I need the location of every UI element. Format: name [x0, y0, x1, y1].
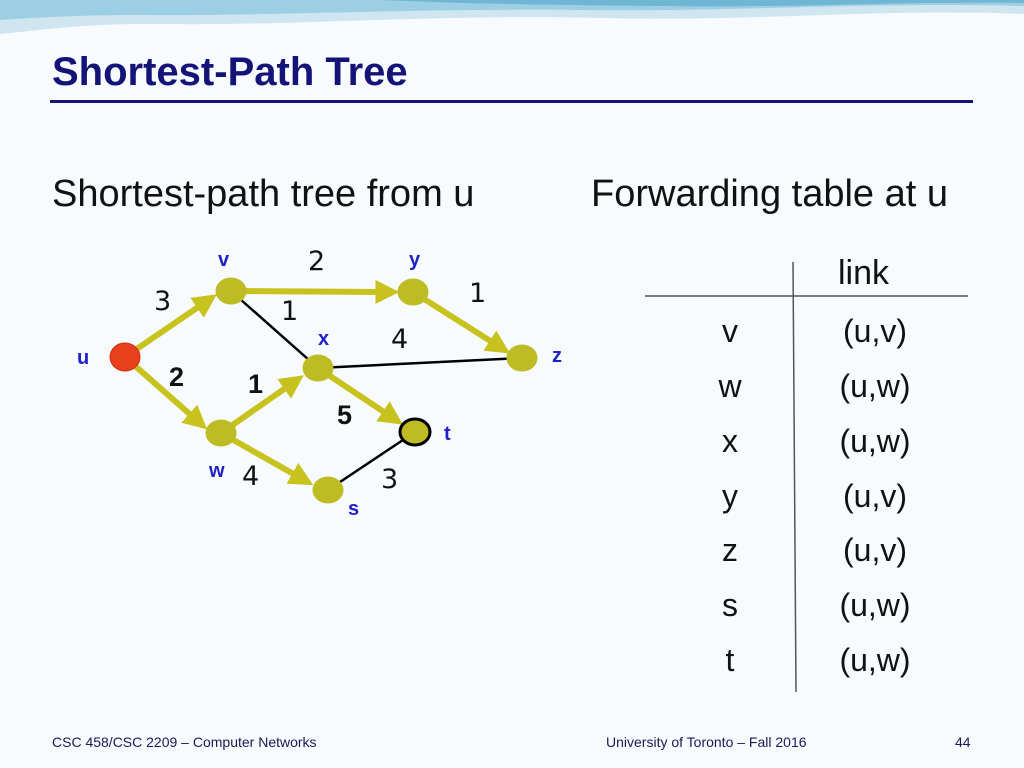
node-label-y: y: [409, 249, 421, 271]
table-dest: w: [718, 368, 742, 404]
node-label-w: w: [208, 460, 225, 482]
footer-university: University of Toronto – Fall 2016: [606, 734, 807, 750]
edge-s-t: [327, 430, 416, 492]
header-wave-decoration: [0, 0, 1024, 34]
table-row: v (u,v): [680, 313, 980, 363]
node-label-v: v: [218, 249, 230, 271]
edge-u-w: [123, 354, 208, 430]
footer-course: CSC 458/CSC 2209 – Computer Networks: [52, 734, 317, 750]
weight-v-x: 1: [281, 296, 298, 327]
edge-v-y: [230, 279, 400, 304]
table-row: x (u,w): [680, 423, 980, 473]
edge-w-s: [219, 430, 314, 486]
node-label-z: z: [552, 345, 562, 367]
table-link: (u,w): [839, 368, 911, 404]
node-w: [205, 419, 237, 447]
edge-w-x: [219, 375, 304, 436]
table-row: s (u,w): [680, 587, 980, 637]
table-dest: v: [722, 313, 738, 349]
table-dest: y: [722, 478, 738, 514]
node-t: [398, 417, 432, 447]
weight-v-y: 2: [308, 246, 325, 277]
title-underline: [50, 100, 973, 103]
table-column-rule: [792, 261, 797, 693]
table-dest: t: [725, 642, 735, 678]
table-link: (u,w): [839, 642, 911, 678]
table-dest: z: [722, 532, 738, 568]
table-dest: x: [722, 423, 738, 459]
slide-title: Shortest-Path Tree: [52, 50, 408, 94]
weight-w-s: 4: [242, 461, 259, 492]
table-row: z (u,v): [680, 532, 980, 582]
table-link: (u,v): [843, 313, 907, 349]
edge-x-t: [316, 365, 403, 425]
weight-y-z: 1: [469, 278, 486, 309]
tree-heading: Shortest-path tree from u: [52, 173, 475, 215]
weight-x-z: 4: [391, 324, 408, 355]
edge-y-z: [411, 289, 511, 354]
table-dest: s: [722, 587, 738, 623]
edge-v-x: [230, 290, 319, 369]
table-link: (u,v): [843, 478, 907, 514]
table-row: w (u,w): [680, 368, 980, 418]
node-y: [397, 278, 429, 306]
table-link: (u,v): [843, 532, 907, 568]
table-row: y (u,v): [680, 478, 980, 528]
table-row: t (u,w): [680, 642, 980, 692]
node-u: [109, 342, 141, 372]
table-link: (u,w): [839, 587, 911, 623]
node-label-t: t: [444, 423, 451, 445]
weight-u-w: 2: [169, 362, 184, 392]
node-label-u: u: [77, 347, 89, 369]
node-label-x: x: [318, 328, 329, 350]
node-s: [312, 476, 344, 504]
edge-u-v: [123, 294, 217, 360]
table-heading: Forwarding table at u: [591, 173, 948, 215]
weight-w-x: 1: [248, 369, 263, 399]
node-z: [506, 344, 538, 372]
edge-x-z: [317, 356, 523, 370]
weight-u-v: 3: [154, 286, 171, 317]
node-v: [215, 277, 247, 305]
table-link-header: link: [838, 254, 890, 292]
weight-s-t: 3: [381, 464, 398, 495]
page-number: 44: [955, 734, 971, 750]
node-x: [302, 354, 334, 382]
table-link: (u,w): [839, 423, 911, 459]
weight-x-t: 5: [337, 400, 352, 430]
node-label-s: s: [348, 498, 359, 520]
